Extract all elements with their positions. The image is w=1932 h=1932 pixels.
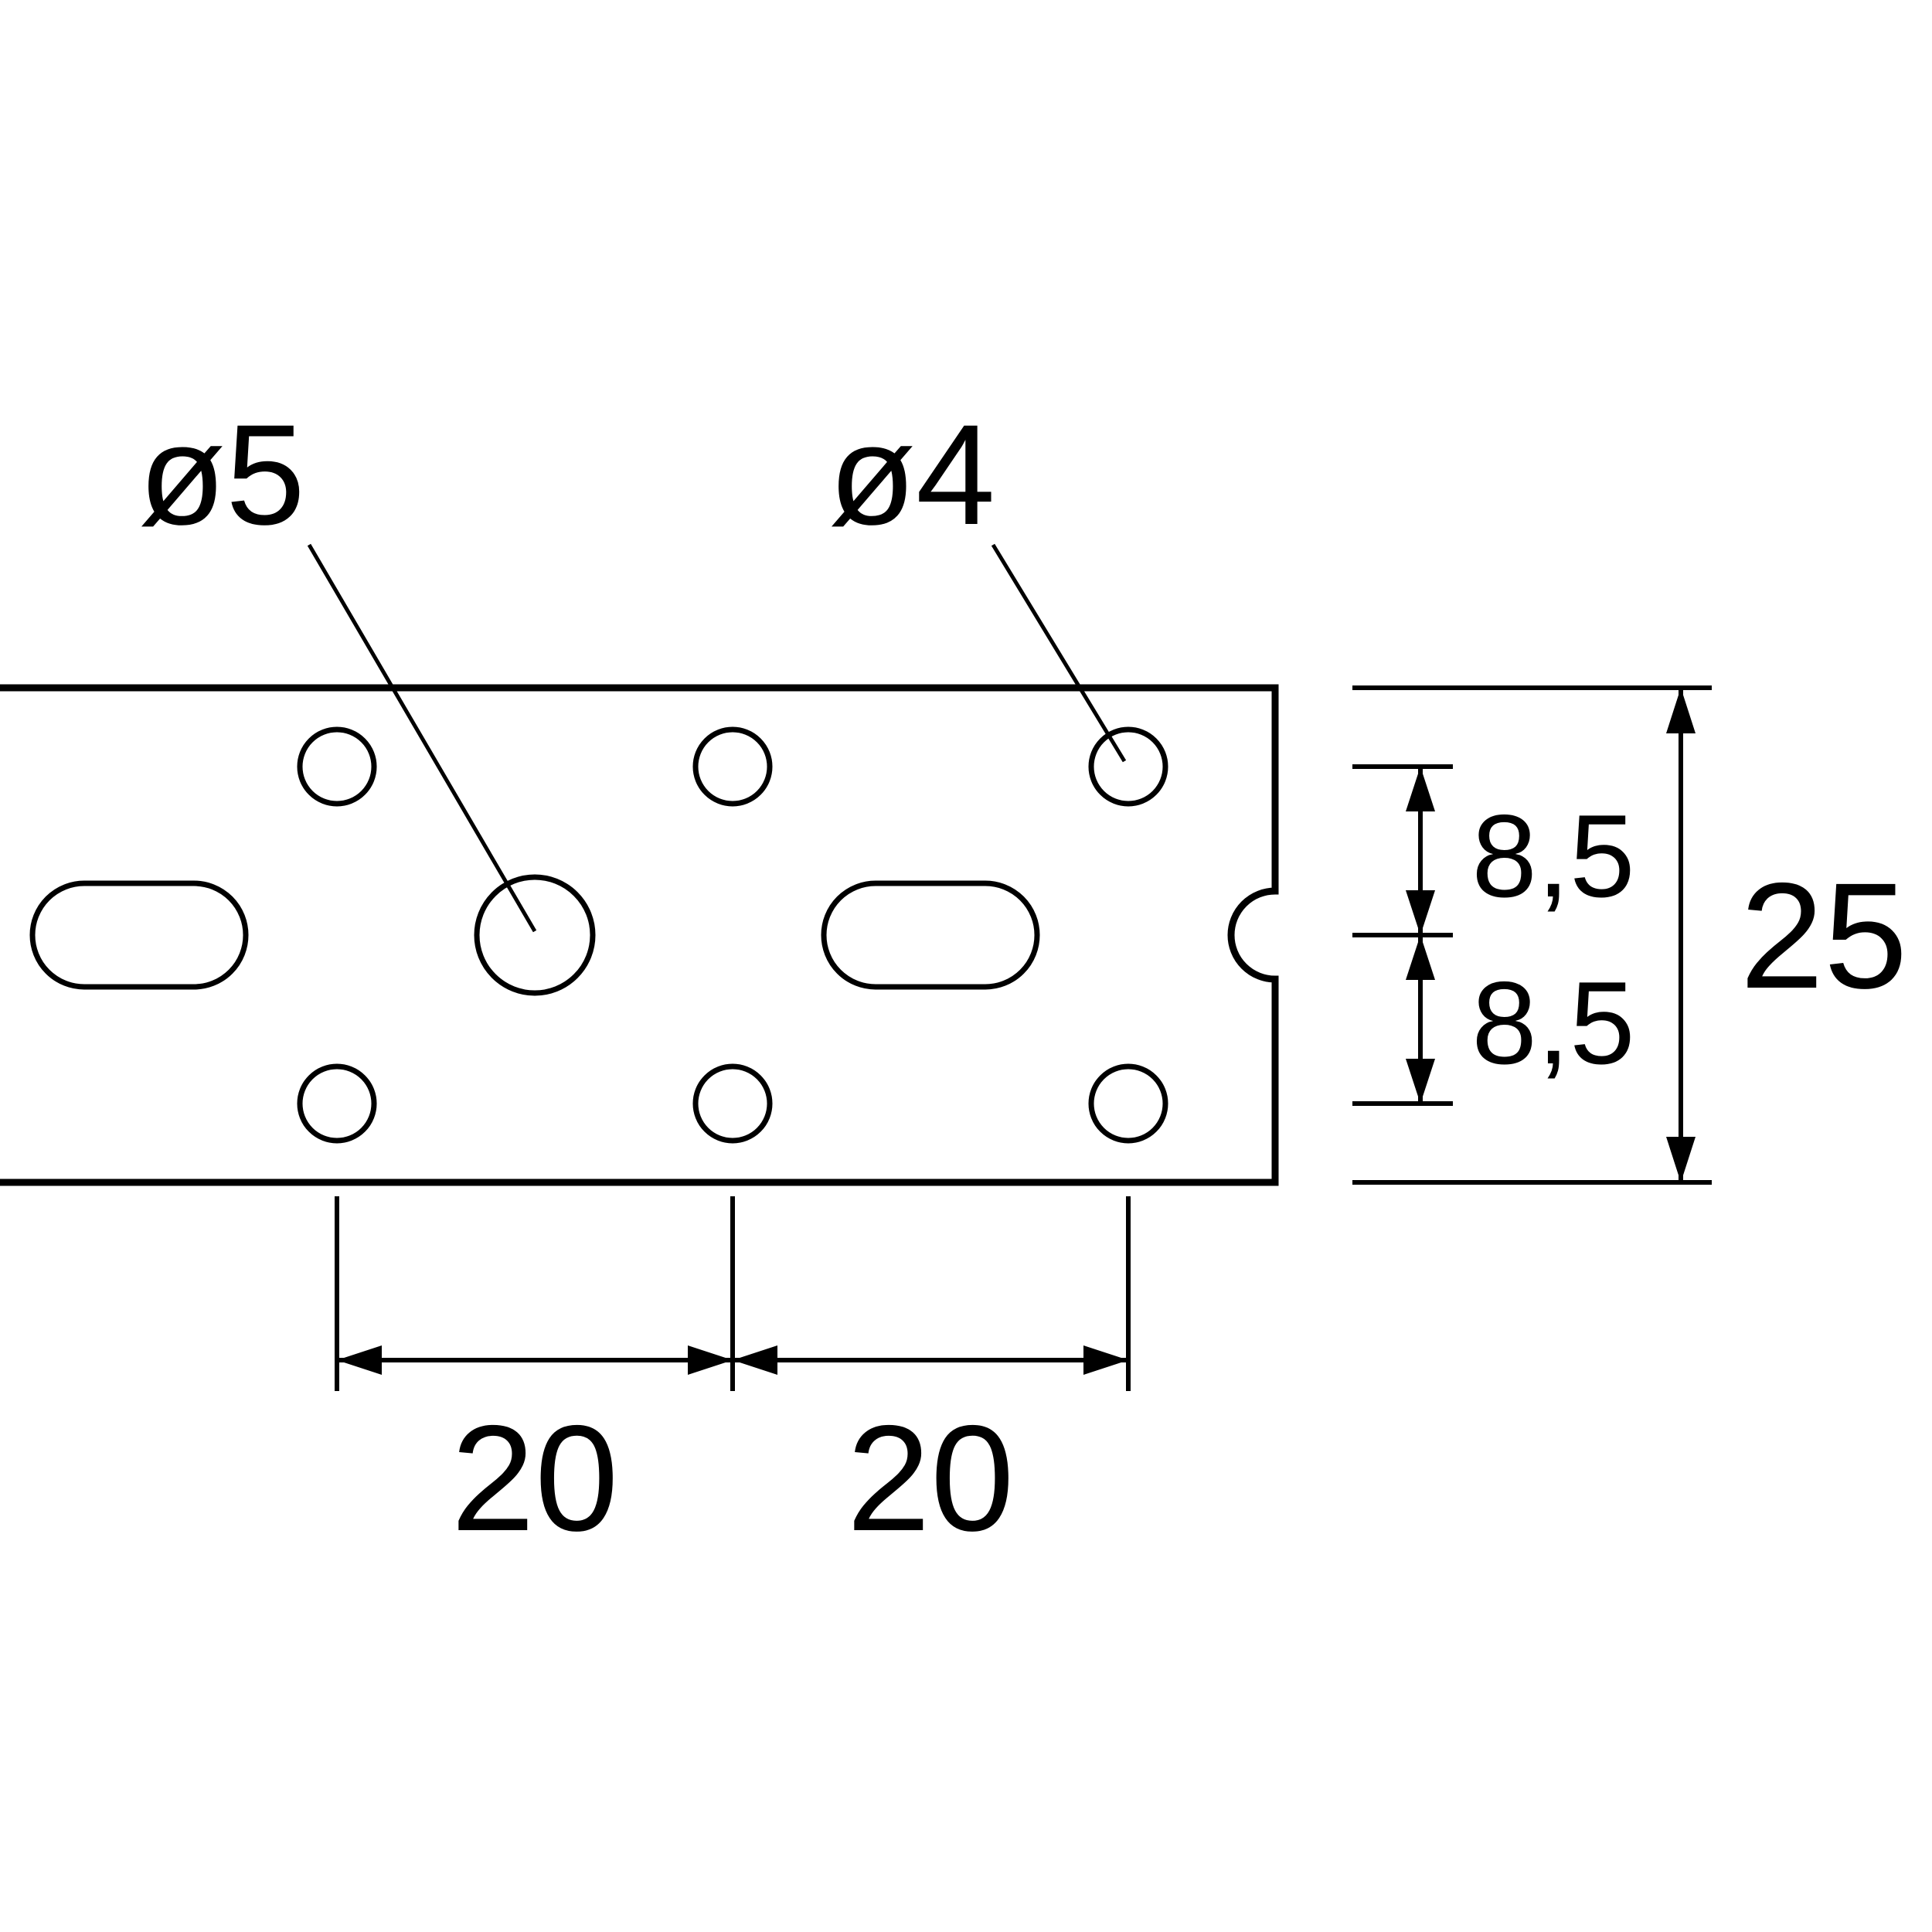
hole-small-bottom-2: [692, 1063, 773, 1144]
arrowhead-spacing-mid-right: [733, 1345, 777, 1375]
arrowhead-spacing-mid-left: [688, 1345, 733, 1375]
hole-callouts: ø5 ø4: [138, 396, 1127, 933]
arrowhead-offset-bottom-up: [1406, 935, 1435, 980]
dimension-hole-spacing: 20 20: [335, 1196, 1131, 1563]
hole-small-top-1: [297, 726, 377, 807]
label-offset-top: 8,5: [1471, 791, 1634, 922]
hole-large-center: [474, 874, 596, 996]
hole-small-top-2: [692, 726, 773, 807]
arrowhead-offset-top-down: [1406, 890, 1435, 935]
hole-small-top-3: [1088, 726, 1168, 807]
label-spacing-left: 20: [451, 1394, 619, 1563]
arrowhead-offset-top-up: [1406, 767, 1435, 811]
hole-small-bottom-1: [297, 1063, 377, 1144]
label-offset-bottom: 8,5: [1471, 957, 1634, 1089]
strip-outline: [0, 684, 1279, 1186]
slot-hole-left: [29, 880, 249, 990]
arrowhead-width-bottom: [1666, 1137, 1696, 1182]
hole-small-bottom-3: [1088, 1063, 1168, 1144]
arrowhead-spacing-right-out: [1083, 1345, 1128, 1375]
strip: [0, 684, 1279, 1186]
arrowhead-width-top: [1666, 688, 1696, 733]
leader-line-large-hole: [307, 543, 537, 933]
leader-line-small-hole: [991, 543, 1127, 763]
label-total-width: 25: [1740, 852, 1908, 1020]
dimension-row-offsets: 8,5 8,5: [1352, 764, 1635, 1106]
label-small-hole-diameter: ø4: [828, 396, 995, 555]
label-spacing-right: 20: [847, 1394, 1015, 1563]
arrowhead-spacing-left-out: [337, 1345, 382, 1375]
arrowhead-offset-bottom-down: [1406, 1059, 1435, 1104]
dimension-total-width: 25: [1352, 685, 1908, 1185]
slot-hole-right: [821, 880, 1040, 990]
label-large-hole-diameter: ø5: [138, 396, 305, 555]
